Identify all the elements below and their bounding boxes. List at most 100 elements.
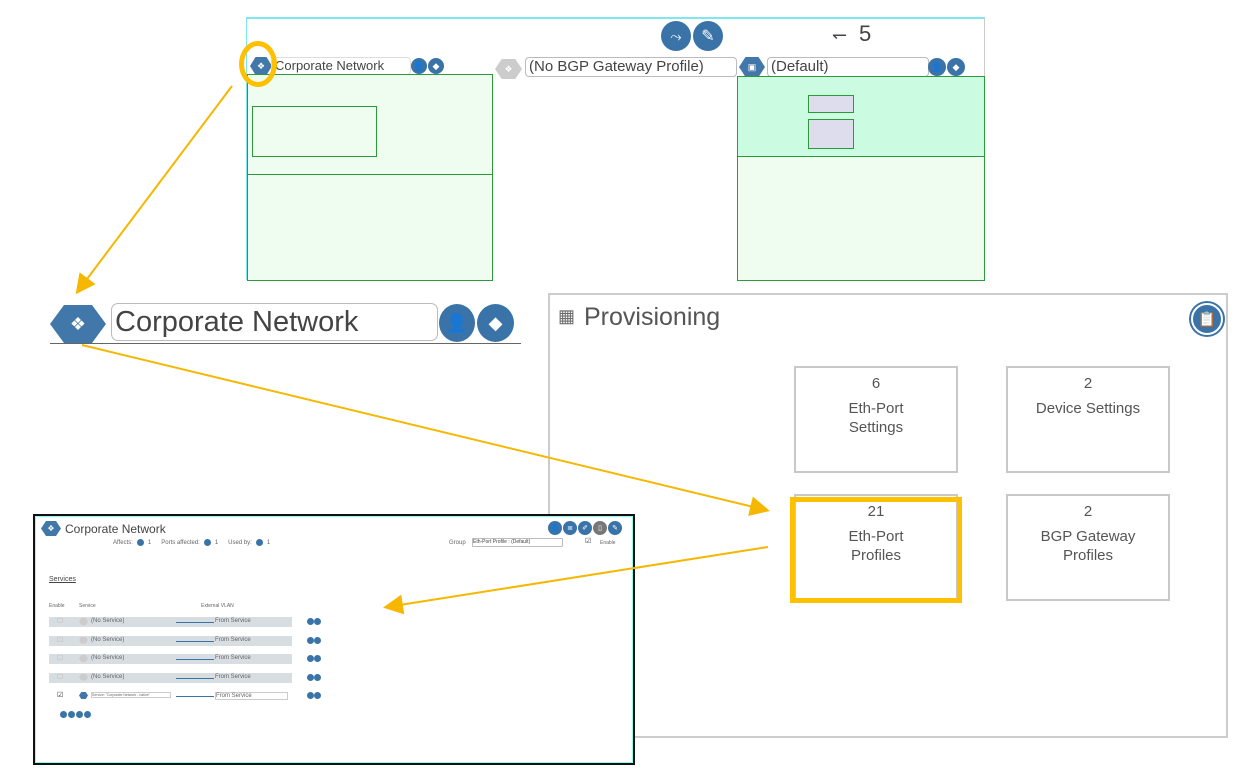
profile-detail-screenshot: ❖ Corporate Network 👤 ≣ ✐ ▯ ✎ Affects:1 … [33, 514, 635, 765]
name-field[interactable]: Corporate Network [271, 57, 411, 75]
enable-checkbox[interactable]: ☑ [57, 692, 64, 699]
service-row: ☐ (No Service) From Service [49, 672, 321, 683]
network-icon: ❖ [41, 521, 61, 536]
service-field[interactable]: (No Service) [91, 618, 125, 624]
service-field[interactable]: (No Service) [91, 655, 125, 661]
settings-icon[interactable] [314, 636, 321, 644]
eraser-icon[interactable]: ◆ [477, 304, 514, 342]
ports-label: Ports affected: [161, 539, 200, 546]
eraser-icon[interactable]: ◆ [947, 58, 965, 76]
used-label: Used by: [228, 539, 252, 546]
enable-checkbox[interactable]: ☐ [57, 636, 64, 644]
service-icon[interactable] [79, 636, 88, 644]
check-icon[interactable] [68, 711, 75, 718]
service-row: ☐ (No Service) From Service [49, 617, 321, 627]
tile-count: 6 [871, 375, 881, 392]
remove-icon[interactable] [307, 692, 314, 699]
device-icon[interactable]: ▣ [739, 57, 765, 77]
link-line [176, 696, 214, 697]
tile-label: Eth-Port Settings [848, 400, 904, 436]
clipboard-icon[interactable]: ▯ [593, 521, 607, 535]
remove-icon[interactable] [307, 673, 314, 681]
service-field[interactable]: Service: "Corporate Network - native" [91, 692, 171, 698]
list-icon[interactable] [84, 711, 91, 718]
mini-box [808, 95, 854, 113]
service-field[interactable]: (No Service) [91, 673, 125, 680]
group-label: Group [449, 540, 466, 546]
settings-icon[interactable] [314, 692, 321, 699]
link-line [176, 622, 214, 623]
link-line [176, 659, 214, 660]
device-icon [203, 539, 211, 546]
remove-icon[interactable] [307, 655, 314, 662]
right-panel [737, 76, 985, 157]
user-icon[interactable]: 👤 [928, 58, 946, 76]
service-icon[interactable] [79, 655, 88, 662]
affects-value: 1 [147, 539, 152, 546]
info-icon[interactable] [76, 711, 83, 718]
arrow [81, 344, 770, 516]
network-icon[interactable]: ❖ [50, 305, 106, 343]
count-value: 5 [859, 21, 872, 46]
vlan-field[interactable]: From Service [215, 655, 251, 661]
vlan-field[interactable]: From Service [215, 692, 288, 700]
user-icon[interactable]: 👤 [439, 304, 475, 342]
service-icon[interactable] [79, 618, 88, 625]
highlight-circle [239, 41, 277, 87]
used-value: 1 [266, 539, 271, 546]
device-icon [255, 539, 263, 546]
tile-count: 2 [1083, 503, 1093, 520]
list-icon[interactable]: ≣ [563, 521, 577, 535]
vlan-field[interactable]: From Service [215, 636, 251, 643]
remove-icon[interactable] [307, 618, 314, 625]
services-heading[interactable]: Services [49, 576, 76, 583]
vlan-field[interactable]: From Service [215, 673, 251, 680]
link-line [176, 640, 214, 642]
count-arrow-icon: ↽ [832, 25, 848, 45]
mini-services-box [252, 106, 377, 157]
user-icon[interactable]: 👤 [548, 521, 562, 535]
enable-checkbox[interactable]: ☐ [57, 673, 64, 681]
eraser-icon[interactable]: ◆ [428, 58, 444, 74]
service-row: ☑ Service: "Corporate Network - native" … [49, 691, 321, 701]
enable-checkbox[interactable]: ☐ [57, 655, 64, 662]
settings-icon[interactable] [314, 673, 321, 681]
name-field[interactable]: Corporate Network [111, 303, 438, 341]
add-icon[interactable] [60, 711, 67, 718]
settings-icon[interactable] [314, 655, 321, 662]
mini-box [808, 119, 854, 149]
pencil-icon[interactable]: ✎ [693, 21, 723, 51]
bgp-field[interactable]: (No BGP Gateway Profile) [525, 57, 737, 77]
col-service: Service [79, 603, 96, 609]
enable-checkbox[interactable]: ☑ [585, 538, 592, 545]
divider [50, 343, 521, 344]
tile-count: 21 [867, 503, 885, 520]
arrow [75, 85, 233, 295]
user-icon[interactable]: 👤 [411, 58, 427, 74]
clipboard-icon[interactable]: 📋 [1191, 303, 1223, 335]
bgp-icon[interactable]: ❖ [495, 59, 522, 79]
service-field[interactable]: (No Service) [91, 636, 125, 643]
enable-label: Enable [600, 540, 616, 546]
tile-label: BGP Gateway Profiles [1040, 528, 1136, 564]
right-panel-lower [737, 156, 985, 281]
col-vlan: External VLAN [201, 603, 234, 609]
split-add-icon[interactable]: ⤳ [661, 21, 691, 51]
service-icon[interactable] [79, 692, 88, 699]
pencil-icon[interactable]: ✎ [608, 521, 622, 535]
tile-label: Eth-Port Profiles [848, 528, 904, 564]
remove-icon[interactable] [307, 636, 314, 644]
settings-icon[interactable] [314, 618, 321, 625]
highlight-box [790, 497, 962, 603]
ports-value: 1 [214, 539, 219, 546]
vlan-field[interactable]: From Service [215, 618, 251, 624]
group-field[interactable]: Eth-Port Profile : (Default) [472, 538, 563, 547]
service-icon[interactable] [79, 673, 88, 681]
brush-icon[interactable]: ✐ [578, 521, 592, 535]
topology-screenshot: ⤳ ✎ ↽ 5 ❖ Corporate Network 👤 ◆ ❖ (No BG… [239, 17, 985, 281]
enable-checkbox[interactable]: ☐ [57, 618, 64, 625]
